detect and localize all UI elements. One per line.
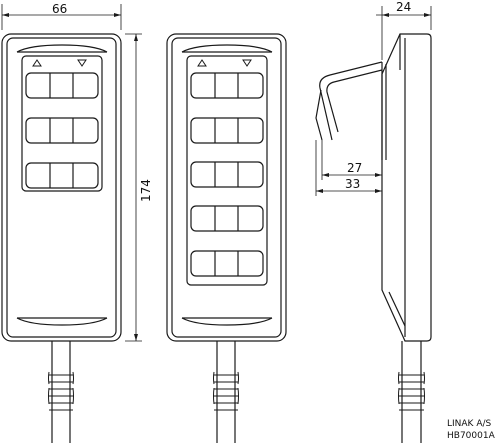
button-row-3 [26,163,98,188]
button-row-2 [191,118,263,143]
button-row-4 [191,206,263,231]
dimension-hook-outer: 33 [345,177,360,191]
side-housing [382,34,431,341]
dimension-width: 66 [52,2,67,16]
button-row-3 [191,162,263,187]
front-view-3-row [2,34,121,443]
button-row-1 [26,73,98,98]
dimension-hook-inner: 27 [347,161,362,175]
arrow-up-icon [33,60,41,66]
key-panel [22,56,102,191]
front-view-5-row [167,34,286,443]
caption-company: LINAK A/S [447,419,492,429]
side-view [316,34,431,443]
button-row-5 [191,251,263,276]
arrow-down-icon [78,60,86,66]
button-row-2 [26,118,98,143]
side-cable [399,341,425,443]
arrow-up-icon [198,60,206,66]
button-row-1 [191,73,263,98]
caption-code: HB70001A [447,431,496,441]
dimension-height: 174 [139,179,153,202]
arrow-down-icon [243,60,251,66]
cable [49,341,74,443]
dimension-depth: 24 [396,0,411,14]
cable [214,341,239,443]
